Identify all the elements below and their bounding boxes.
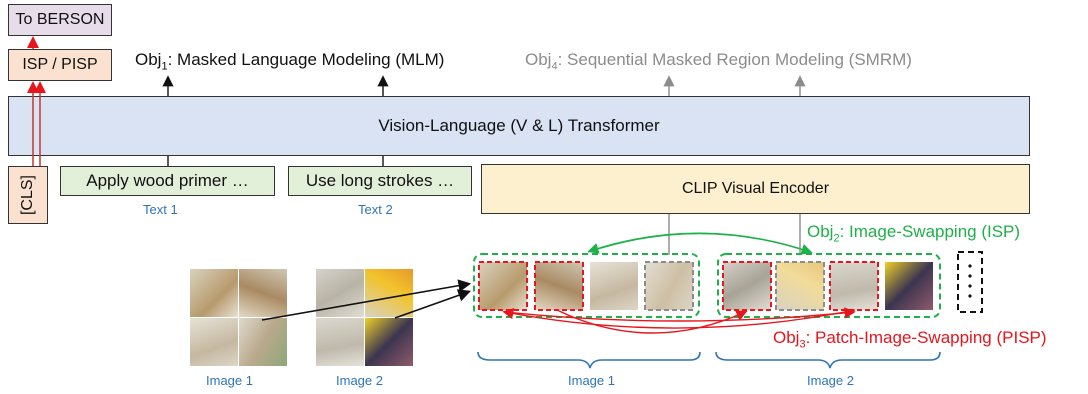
image-2-patch-bl	[316, 318, 364, 366]
image-1-grid	[190, 269, 287, 366]
vl-transformer-box: Vision-Language (V & L) Transformer	[8, 96, 1030, 156]
cls-output-arrows	[27, 36, 46, 166]
group1-patch-2	[535, 262, 583, 310]
group1-patch-2-outline	[534, 261, 584, 311]
group1-patch-1-outline	[478, 261, 528, 311]
to-berson-box: To BERSON	[8, 4, 112, 36]
obj1-text: : Masked Language Modeling (MLM)	[167, 50, 445, 69]
group2-patch-1-outline	[722, 261, 772, 311]
obj1-prefix: Obj	[135, 50, 162, 69]
obj4-prefix: Obj	[525, 50, 552, 69]
text-input-2-label: Use long strokes …	[305, 171, 455, 190]
image-2-patch-br	[365, 318, 413, 366]
pisp-swap-arc-1	[556, 309, 748, 334]
text-1-caption: Text 1	[143, 202, 178, 217]
obj4-text: : Sequential Masked Region Modeling (SMR…	[557, 50, 912, 69]
to-berson-label: To BERSON	[15, 11, 105, 28]
clip-encoder-label: CLIP Visual Encoder	[681, 180, 830, 197]
group2-patch-3	[830, 262, 878, 310]
image-1-caption-group: Image 1	[568, 373, 615, 388]
smrm-arrows	[663, 75, 806, 255]
group1-patch-1	[479, 262, 527, 310]
text-2-caption: Text 2	[358, 202, 393, 217]
image-2-caption-group: Image 2	[807, 373, 854, 388]
group1-patch-3	[590, 262, 638, 310]
obj4-label: Obj4: Sequential Masked Region Modeling …	[525, 50, 912, 72]
isp-pisp-box: ISP / PISP	[8, 49, 112, 81]
image-1-patch-bl	[190, 318, 238, 366]
image-1-patch-tr	[239, 269, 287, 317]
more-frames-indicator	[957, 251, 983, 313]
isp-pisp-label: ISP / PISP	[22, 56, 98, 73]
obj1-sub: 1	[161, 60, 168, 73]
image-1-group-box	[473, 253, 700, 318]
obj2-label: Obj2: Image-Swapping (ISP)	[807, 222, 1020, 244]
text-input-1-label: Apply wood primer …	[86, 171, 249, 190]
image-2-group-box	[717, 253, 941, 318]
image-1-brace	[477, 351, 701, 369]
obj3-sub: 3	[799, 338, 806, 351]
image-2-patch-tr	[365, 269, 413, 317]
group1-patch-4-outline	[644, 261, 694, 311]
obj1-label: Obj1: Masked Language Modeling (MLM)	[135, 50, 444, 72]
image-1-patch-tl	[190, 269, 238, 317]
obj3-label: Obj3: Patch-Image-Swapping (PISP)	[773, 328, 1047, 350]
cls-box: [CLS]	[8, 166, 48, 224]
text-input-1: Apply wood primer …	[60, 166, 275, 196]
image-2-grid	[316, 269, 413, 366]
group1-patch-4	[645, 262, 693, 310]
group2-patch-4	[885, 262, 933, 310]
mlm-arrows	[162, 75, 389, 166]
image-1-caption-left: Image 1	[206, 373, 253, 388]
image-2-caption-left: Image 2	[336, 373, 383, 388]
group2-patch-2-outline	[775, 261, 825, 311]
obj2-text: : Image-Swapping (ISP)	[839, 222, 1021, 241]
image-to-patch-arrow-2	[394, 289, 472, 319]
vl-transformer-label: Vision-Language (V & L) Transformer	[378, 116, 660, 135]
obj3-prefix: Obj	[773, 328, 800, 347]
pisp-swap-arc-2	[502, 308, 856, 329]
obj3-text: : Patch-Image-Swapping (PISP)	[805, 328, 1047, 347]
group2-patch-3-outline	[829, 261, 879, 311]
group2-patch-1	[723, 262, 771, 310]
group2-patch-2	[776, 262, 824, 310]
image-2-brace	[715, 351, 941, 369]
obj2-sub: 2	[833, 232, 840, 245]
image-to-patch-arrow-1	[261, 279, 472, 321]
text-input-2: Use long strokes …	[288, 166, 472, 196]
obj2-prefix: Obj	[807, 222, 834, 241]
image-1-patch-br	[239, 318, 287, 366]
obj4-sub: 4	[551, 60, 558, 73]
clip-encoder-box: CLIP Visual Encoder	[481, 164, 1030, 214]
